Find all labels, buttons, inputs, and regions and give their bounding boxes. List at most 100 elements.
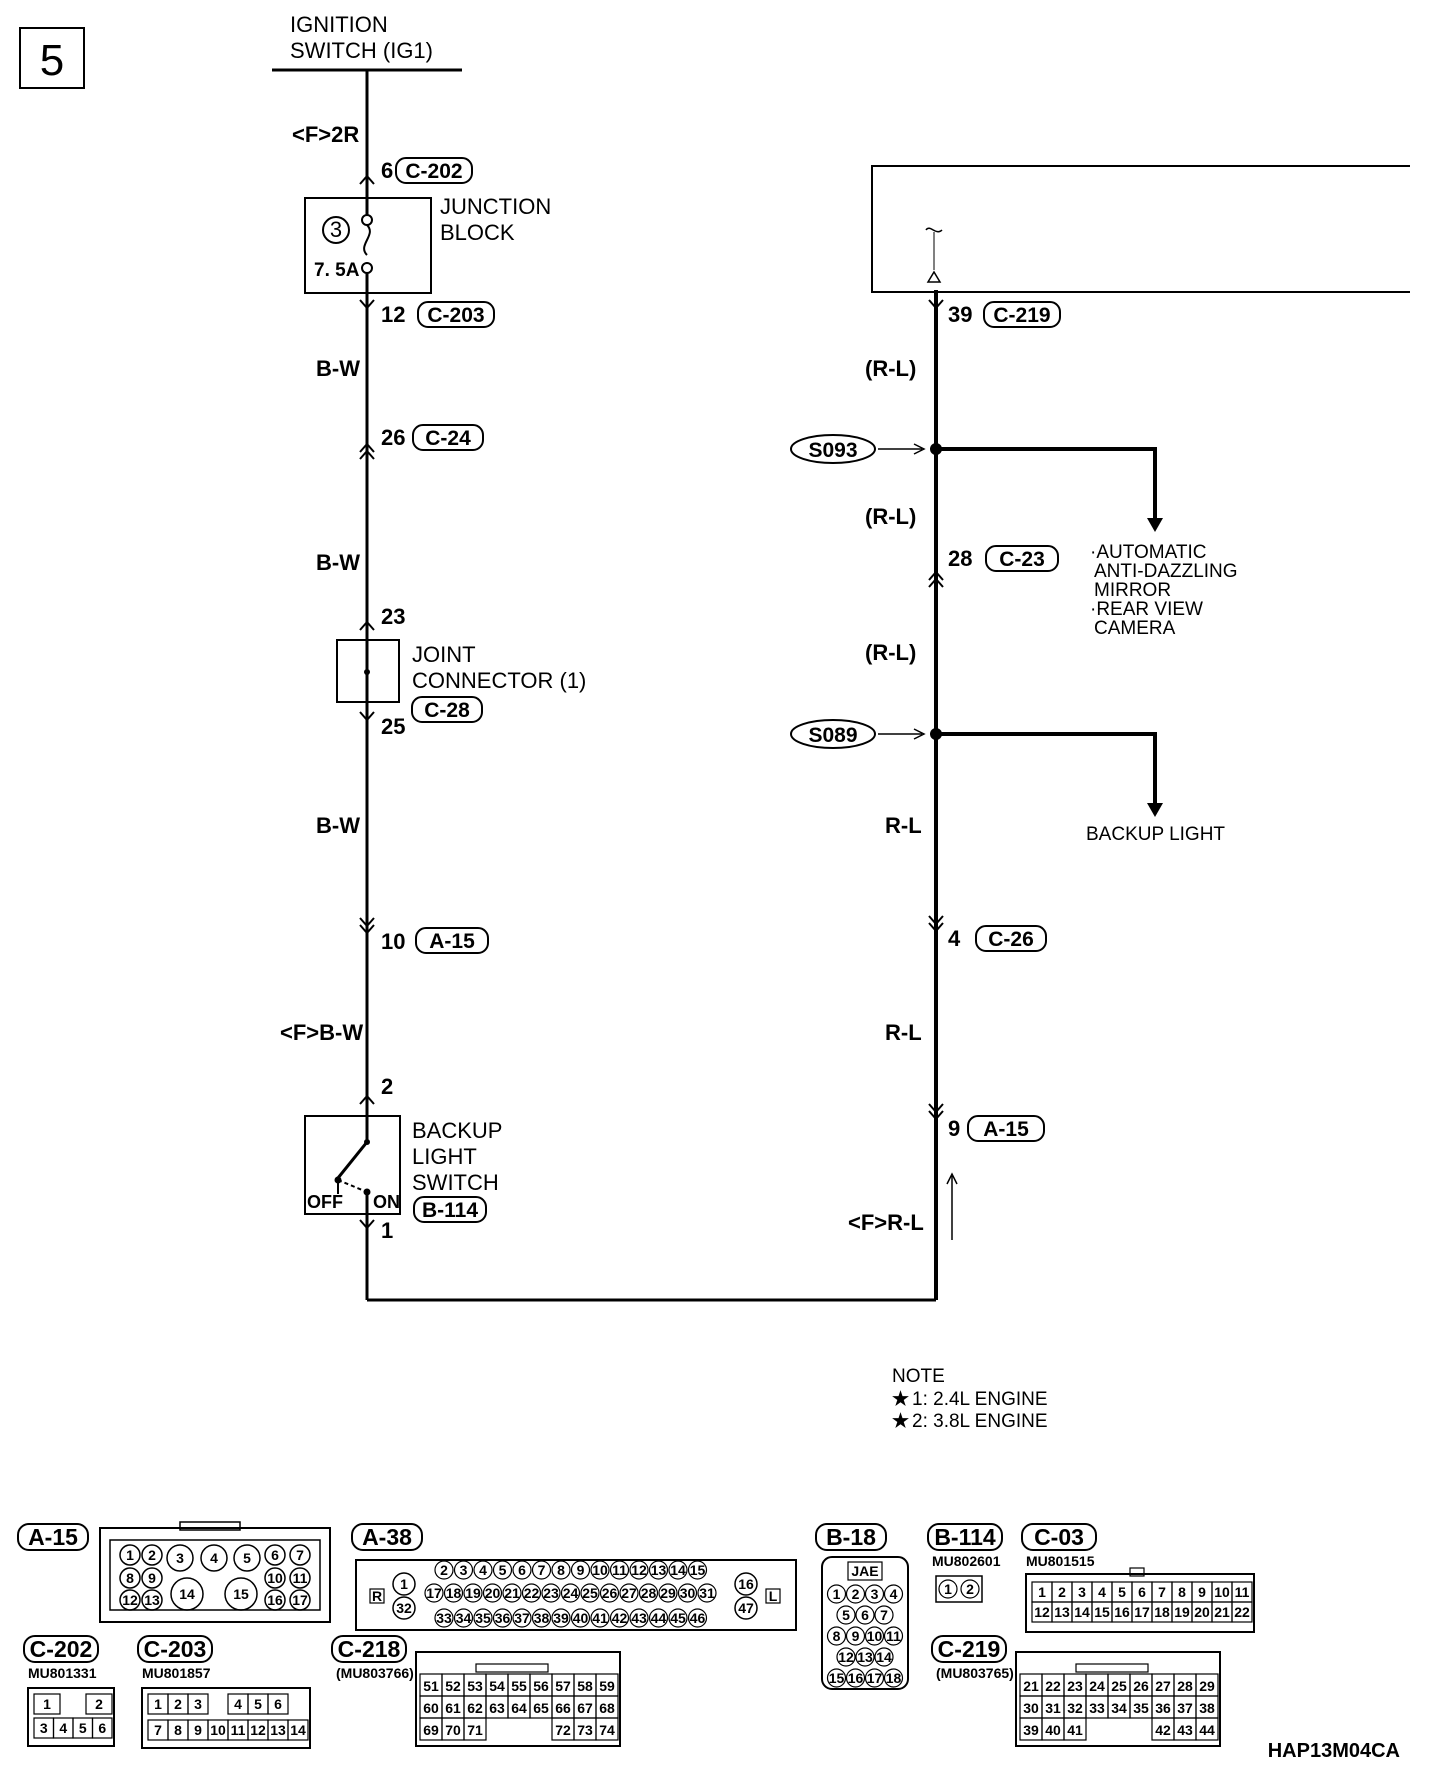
- c218-pin-cell: [595, 1717, 619, 1741]
- pin-23: 23: [381, 604, 405, 629]
- c218-pin-number: 52: [445, 1678, 461, 1694]
- c218-id: C-218: [338, 1636, 401, 1662]
- note-star-1: ★: [892, 1389, 909, 1410]
- conn-id-c203: C-203: [427, 304, 484, 327]
- c219-pin-number: 28: [1177, 1678, 1193, 1694]
- b18-pin: [845, 1626, 866, 1646]
- c219-pin-number: 36: [1155, 1700, 1171, 1716]
- c203-pin-number: 2: [174, 1696, 182, 1712]
- fuse-number: 3: [330, 217, 342, 242]
- a38-badge: [351, 1523, 423, 1551]
- a38-side-r: R: [372, 1588, 382, 1604]
- a38-pin-number: 4: [479, 1562, 487, 1578]
- c03-part: MU801515: [1026, 1553, 1095, 1569]
- a38-pin: [392, 1572, 416, 1596]
- b18-pin-number: 18: [886, 1670, 902, 1686]
- b18-pin: [845, 1668, 866, 1688]
- pin-28: 28: [948, 546, 972, 571]
- c03-pin-number: 10: [1214, 1584, 1230, 1600]
- c03-pin-number: 18: [1154, 1604, 1170, 1620]
- c03-pin-number: 7: [1158, 1584, 1166, 1600]
- a38-pin-number: 38: [534, 1610, 550, 1626]
- a38-pin: [687, 1560, 708, 1580]
- c203-pin-number: 5: [254, 1696, 262, 1712]
- c203-id: C-203: [144, 1636, 207, 1662]
- b18-pin: [855, 1647, 875, 1667]
- a38-pin-number: 25: [582, 1585, 598, 1601]
- a38-pin: [463, 1583, 483, 1603]
- a15-pin-number: 5: [243, 1550, 251, 1566]
- a38-pin: [551, 1608, 571, 1628]
- control-unit-box: [871, 165, 1410, 293]
- a38-pin: [697, 1583, 717, 1603]
- b18-pin: [826, 1668, 847, 1688]
- pin-12: 12: [381, 302, 405, 327]
- c03-pin-number: 1: [1038, 1584, 1046, 1600]
- b18-pin: [826, 1626, 847, 1646]
- c219-pin-number: 26: [1133, 1678, 1149, 1694]
- a38-pin: [629, 1608, 649, 1628]
- c202-housing: [27, 1687, 115, 1747]
- c219-pin-number: 35: [1133, 1700, 1149, 1716]
- branch1-line1: ·AUTOMATIC: [1090, 542, 1206, 563]
- c218-pin-number: 74: [599, 1722, 615, 1738]
- c202-badge: [23, 1635, 99, 1663]
- branch1-line3: MIRROR: [1094, 580, 1171, 601]
- a38-pin: [609, 1560, 630, 1580]
- conn-badge-a15-left: [415, 927, 489, 954]
- a38-pin-number: 7: [538, 1562, 546, 1578]
- wire-bw-3: B-W: [316, 813, 360, 838]
- a38-pin-number: 42: [612, 1610, 628, 1626]
- c218-pin-number: 71: [467, 1722, 483, 1738]
- c03-pin-number: 2: [1058, 1584, 1066, 1600]
- a38-pin-number: 37: [514, 1610, 530, 1626]
- a38-pin-number: 16: [738, 1576, 754, 1592]
- backup-switch-label-1: BACKUP: [412, 1118, 502, 1143]
- a15-pin-number: 14: [179, 1586, 195, 1602]
- a15-pin: [119, 1567, 141, 1589]
- c219-pin-number: 21: [1023, 1678, 1039, 1694]
- c218-pin-number: 64: [511, 1700, 527, 1716]
- c203-pin-number: 3: [194, 1696, 202, 1712]
- c218-pin-number: 68: [599, 1700, 615, 1716]
- a15-pin-number: 13: [144, 1592, 160, 1608]
- b114-id: B-114: [934, 1524, 996, 1550]
- branch1-line4: ·REAR VIEW: [1090, 599, 1203, 620]
- switch-off: OFF: [307, 1192, 343, 1212]
- a38-pin-number: 10: [592, 1562, 608, 1578]
- a38-pin-number: 39: [553, 1610, 569, 1626]
- a15-badge: [17, 1523, 89, 1551]
- c219-pin-number: 38: [1199, 1700, 1215, 1716]
- fuse-terminal: [361, 214, 373, 226]
- a38-pin: [570, 1608, 591, 1628]
- a15-pin: [141, 1567, 163, 1589]
- c202-pin-cell: [33, 1693, 61, 1715]
- a38-pin: [658, 1583, 678, 1603]
- a38-pin-number: 21: [504, 1585, 520, 1601]
- a15-pin-number: 3: [176, 1550, 184, 1566]
- ignition-label-1: IGNITION: [290, 12, 388, 37]
- c219-pin-number: 30: [1023, 1700, 1039, 1716]
- b114-pin: [938, 1579, 958, 1599]
- branch1-line2: ANTI-DAZZLING: [1094, 561, 1238, 582]
- c03-badge: [1021, 1523, 1097, 1551]
- b18-pin-number: 3: [871, 1586, 879, 1602]
- a38-pin: [502, 1583, 522, 1603]
- splice-s089-badge: [790, 719, 876, 749]
- c218-pin-number: 57: [555, 1678, 571, 1694]
- a38-pin-number: 47: [738, 1600, 754, 1616]
- a38-pin: [443, 1583, 464, 1603]
- c203-pin-cell: [287, 1719, 309, 1741]
- wire-rl-4: R-L: [885, 813, 922, 838]
- c203-pin-number: 14: [290, 1722, 306, 1738]
- c219-part: (MU803765): [936, 1665, 1014, 1681]
- c203-pin-number: 11: [231, 1722, 246, 1738]
- b18-badge: [815, 1523, 887, 1551]
- c203-part: MU801857: [142, 1665, 211, 1681]
- conn-id-c23: C-23: [999, 548, 1045, 571]
- branch-wire-1: [936, 447, 1157, 520]
- a15-pin: [264, 1544, 286, 1566]
- c03-pin-number: 3: [1078, 1584, 1086, 1600]
- a38-pin: [648, 1608, 669, 1628]
